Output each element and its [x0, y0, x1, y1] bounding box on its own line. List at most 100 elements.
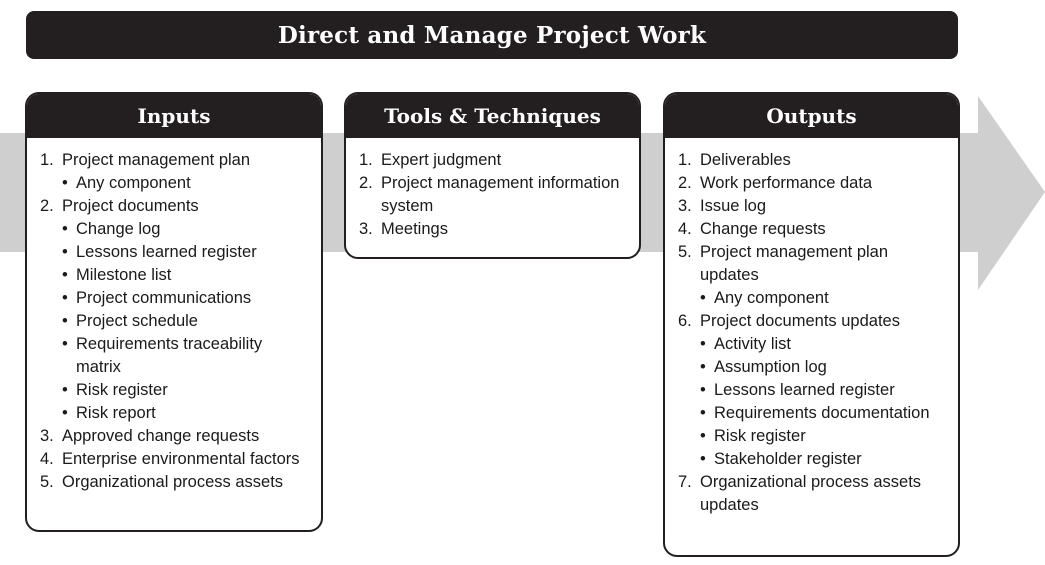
inputs-item: 3. Approved change requests — [40, 425, 311, 448]
tools-header: Tools & Techniques — [346, 94, 639, 138]
item-number: 4. — [40, 450, 54, 468]
inputs-list: 1. Project management plan • Any component 2… — [27, 138, 321, 494]
bullet-icon: • — [700, 358, 706, 376]
outputs-subitem: • Risk register — [678, 425, 948, 448]
item-number: 3. — [359, 220, 373, 238]
item-number: 3. — [40, 427, 54, 445]
bullet-icon: • — [62, 335, 68, 353]
subitem-text: Lessons learned register — [76, 243, 257, 261]
subitem-text: Any component — [76, 174, 191, 192]
bullet-icon: • — [700, 450, 706, 468]
outputs-item: 2. Work performance data — [678, 172, 948, 195]
item-number: 5. — [678, 243, 692, 261]
outputs-subitem: •Stakeholder register — [678, 448, 948, 471]
inputs-box: Inputs 1. Project management plan • Any com… — [25, 92, 323, 532]
item-text: Organizational process assets updates — [700, 473, 922, 514]
subitem-text: Risk register — [76, 381, 168, 399]
subitem-text: Risk report — [76, 404, 156, 422]
outputs-header: Outputs — [665, 94, 958, 138]
outputs-subitem: • Activity list — [678, 333, 948, 356]
outputs-subitem: •Lessons learned register — [678, 379, 948, 402]
subitem-text: Requirements traceability matrix — [76, 335, 263, 376]
tools-item: 2. Project management information system — [359, 172, 629, 218]
item-text: Organizational process assets — [62, 473, 284, 491]
subitem-text: Assumption log — [714, 358, 827, 376]
outputs-box: Outputs 1. Deliverables 2. Work performance… — [663, 92, 960, 557]
item-text: Project management plan updates — [700, 243, 889, 284]
inputs-subitem: • Requirements traceability matrix — [40, 333, 311, 379]
item-number: 2. — [40, 197, 54, 215]
subitem-text: Activity list — [714, 335, 792, 353]
subitem-text: Project communications — [76, 289, 252, 307]
inputs-item: 5. Organizational process assets — [40, 471, 311, 494]
item-number: 7. — [678, 473, 692, 491]
item-text: Deliverables — [700, 151, 791, 169]
inputs-subitem: • Project schedule — [40, 310, 311, 333]
item-text: Enterprise environmental factors — [62, 450, 300, 468]
item-number: 2. — [678, 174, 692, 192]
bullet-icon: • — [62, 174, 68, 192]
tools-item: 3. Meetings — [359, 218, 629, 241]
inputs-item: 1. Project management plan — [40, 149, 311, 172]
subitem-text: Risk register — [714, 427, 806, 445]
outputs-item: 4.Change requests — [678, 218, 948, 241]
tools-box: Tools & Techniques 1. Expert judgment 2. Pr… — [344, 92, 641, 259]
outputs-list: 1. Deliverables 2. Work performance data 3.I… — [665, 138, 958, 517]
inputs-subitem: • Milestone list — [40, 264, 311, 287]
item-text: Project management plan — [62, 151, 251, 169]
item-text: Project documents updates — [700, 312, 900, 330]
bullet-icon: • — [62, 220, 68, 238]
outputs-item: 1. Deliverables — [678, 149, 948, 172]
bullet-icon: • — [700, 427, 706, 445]
item-number: 5. — [40, 473, 54, 491]
outputs-title: Outputs — [766, 104, 857, 128]
bullet-icon: • — [62, 289, 68, 307]
item-text: Approved change requests — [62, 427, 260, 445]
outputs-item: 3.Issue log — [678, 195, 948, 218]
item-number: 1. — [678, 151, 692, 169]
outputs-item: 5. Project management plan updates — [678, 241, 948, 287]
subitem-text: Requirements documentation — [714, 404, 930, 422]
item-text: Project management information system — [381, 174, 620, 215]
subitem-text: Any component — [714, 289, 829, 307]
outputs-item: 7. Organizational process assets updates — [678, 471, 948, 517]
tools-title: Tools & Techniques — [384, 104, 601, 128]
outputs-item: 6. Project documents updates — [678, 310, 948, 333]
inputs-subitem: • Lessons learned register — [40, 241, 311, 264]
bullet-icon: • — [700, 404, 706, 422]
item-text: Expert judgment — [381, 151, 502, 169]
outputs-subitem: • Requirements documentation — [678, 402, 948, 425]
bullet-icon: • — [700, 335, 706, 353]
bullet-icon: • — [62, 266, 68, 284]
item-text: Project documents — [62, 197, 199, 215]
inputs-item: 2. Project documents — [40, 195, 311, 218]
inputs-subitem: • Any component — [40, 172, 311, 195]
item-number: 1. — [40, 151, 54, 169]
item-text: Work performance data — [700, 174, 873, 192]
item-text: Meetings — [381, 220, 448, 238]
inputs-subitem: • Risk report — [40, 402, 311, 425]
item-number: 2. — [359, 174, 373, 192]
bullet-icon: • — [62, 404, 68, 422]
inputs-subitem: • Project communications — [40, 287, 311, 310]
item-number: 3. — [678, 197, 692, 215]
inputs-item: 4. Enterprise environmental factors — [40, 448, 311, 471]
outputs-subitem: • Any component — [678, 287, 948, 310]
subitem-text: Project schedule — [76, 312, 198, 330]
item-number: 4. — [678, 220, 692, 238]
subitem-text: Change log — [76, 220, 161, 238]
item-number: 6. — [678, 312, 692, 330]
bullet-icon: • — [62, 312, 68, 330]
item-number: 1. — [359, 151, 373, 169]
subitem-text: Milestone list — [76, 266, 172, 284]
diagram-title: Direct and Manage Project Work — [277, 21, 707, 49]
tools-list: 1. Expert judgment 2. Project management in… — [346, 138, 639, 241]
bullet-icon: • — [700, 289, 706, 307]
inputs-subitem: • Change log — [40, 218, 311, 241]
inputs-subitem: •Risk register — [40, 379, 311, 402]
tools-item: 1. Expert judgment — [359, 149, 629, 172]
outputs-subitem: • Assumption log — [678, 356, 948, 379]
bullet-icon: • — [62, 243, 68, 261]
title-bar: Direct and Manage Project Work — [26, 11, 958, 59]
inputs-header: Inputs — [27, 94, 321, 138]
